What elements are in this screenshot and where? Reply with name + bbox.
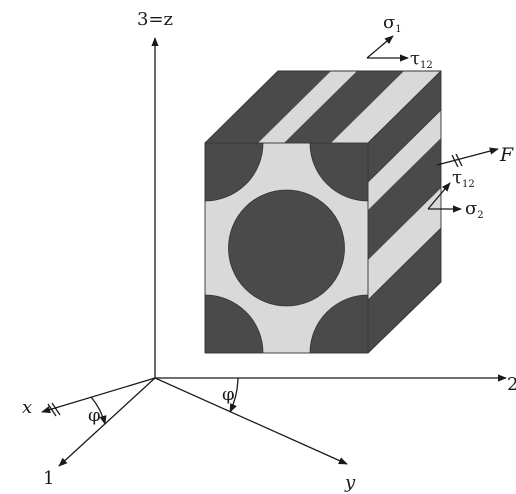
fiber-corner-bl xyxy=(205,294,264,353)
matrix-strip xyxy=(368,188,441,300)
axis-3-z-label: 3=z xyxy=(137,9,173,30)
tau-side-label: τ12 xyxy=(452,167,475,190)
sigma1-arrow xyxy=(366,35,394,59)
axis-y xyxy=(154,377,348,465)
axis-x xyxy=(41,377,156,414)
angle-arc-right xyxy=(229,377,239,413)
fiber-corner-br xyxy=(309,294,368,353)
force-tick-mark xyxy=(451,154,459,168)
fiber-corner-tr xyxy=(309,143,368,202)
x-axis-tick-mark xyxy=(47,403,57,417)
fiber-center xyxy=(228,189,345,307)
cube-edge xyxy=(367,70,442,144)
coordinate-axes xyxy=(41,37,507,467)
axis-2-label: 2 xyxy=(507,374,516,395)
sigma2-label: σ2 xyxy=(465,198,484,221)
sigma1-label: σ1 xyxy=(383,12,402,35)
fiber-corner-tl xyxy=(205,143,264,202)
x-axis-tick-mark xyxy=(51,402,61,416)
stress-arrows xyxy=(366,35,499,213)
composite-cube xyxy=(204,70,442,354)
axis-1 xyxy=(58,377,156,467)
axis-3-z-text: 3=z xyxy=(137,9,173,30)
tau-top-label: τ12 xyxy=(410,48,433,71)
matrix-strip xyxy=(331,71,441,143)
angle-right-label: φ xyxy=(222,384,235,405)
tau-side-arrow xyxy=(427,182,451,210)
cube-front-edge xyxy=(204,142,369,354)
force-arrow xyxy=(436,147,499,166)
angle-left-label: φ xyxy=(88,405,101,426)
cube-front-face xyxy=(205,143,368,353)
axis-x-label: x xyxy=(22,397,32,418)
force-tick-mark xyxy=(455,153,463,167)
matrix-strip xyxy=(258,71,357,143)
axis-1-label: 1 xyxy=(43,468,54,489)
axis-y-label: y xyxy=(344,472,356,493)
matrix-strip xyxy=(368,110,441,210)
force-label: F xyxy=(499,144,514,166)
angle-arc-left xyxy=(90,396,107,425)
